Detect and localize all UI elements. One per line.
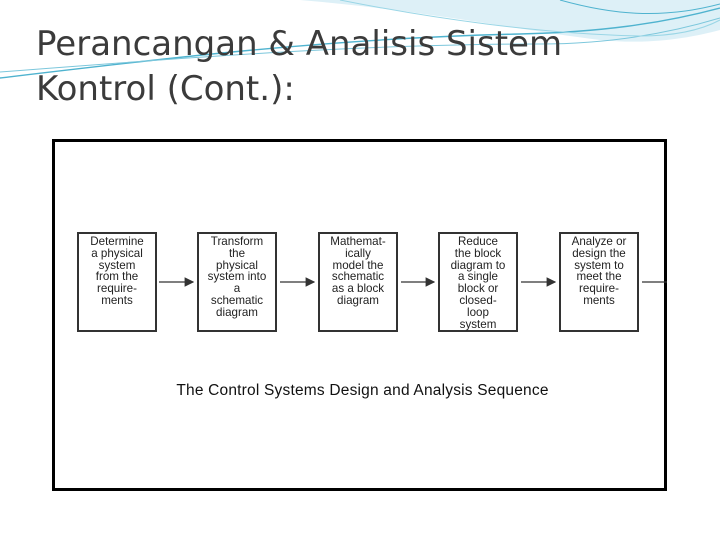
step-analyze-design: Analyze or design the system to meet the… — [559, 232, 639, 332]
step-determine-system: Determine a physical system from the req… — [77, 232, 157, 332]
step-label: Analyze or design the system to meet the… — [564, 236, 634, 307]
step-reduce-block-diagram: Reduce the block diagram to a single blo… — [438, 232, 518, 332]
slide-title-line-2: Kontrol (Cont.): — [36, 67, 676, 112]
step-block-diagram-model: Mathemat- ically model the schematic as … — [318, 232, 398, 332]
slide-title-line-1: Perancangan & Analisis Sistem — [36, 22, 676, 67]
step-label: Reduce the block diagram to a single blo… — [443, 236, 513, 330]
step-label: Transform the physical system into a sch… — [202, 236, 272, 319]
slide-title: Perancangan & Analisis Sistem Kontrol (C… — [36, 22, 676, 112]
step-label: Determine a physical system from the req… — [82, 236, 152, 307]
design-sequence-figure: Determine a physical system from the req… — [52, 139, 667, 491]
figure-caption: The Control Systems Design and Analysis … — [55, 382, 670, 400]
step-transform-schematic: Transform the physical system into a sch… — [197, 232, 277, 332]
step-label: Mathemat- ically model the schematic as … — [323, 236, 393, 307]
